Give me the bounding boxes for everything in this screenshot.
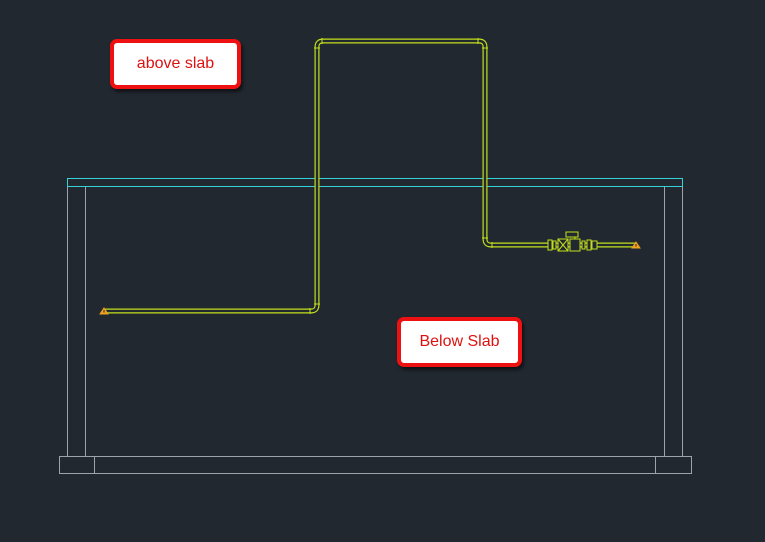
pipe-inner-bore — [104, 39, 636, 313]
structure-frame — [59, 186, 692, 474]
warning-triangle-icon — [99, 241, 641, 315]
left-column — [67, 186, 86, 457]
slab-outline — [67, 178, 683, 187]
above-slab-callout: above slab — [110, 39, 241, 89]
below-slab-callout: Below Slab — [397, 317, 522, 367]
pipe-run — [104, 38, 636, 314]
below-slab-label: Below Slab — [419, 333, 500, 350]
right-column — [664, 186, 683, 457]
footing-base — [59, 456, 692, 474]
gate-valve-icon[interactable] — [547, 231, 598, 252]
elbow-fittings — [309, 38, 493, 314]
above-slab-label: above slab — [136, 55, 215, 72]
